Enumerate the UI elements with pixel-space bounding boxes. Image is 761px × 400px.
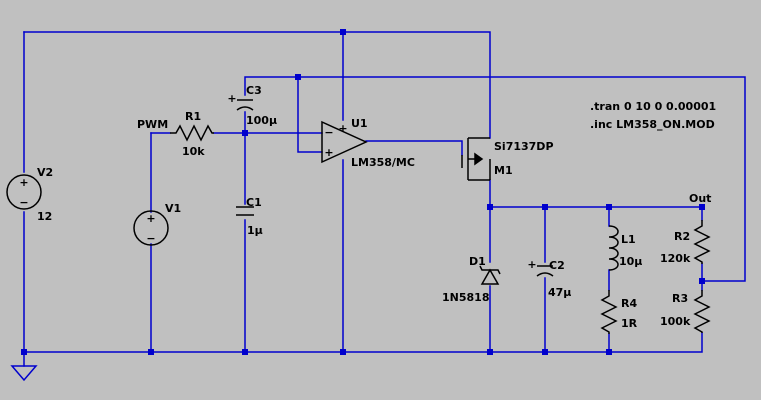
schottky-diode-icon bbox=[479, 265, 501, 285]
resistor-icon bbox=[693, 290, 711, 333]
wire-u1-out bbox=[365, 140, 463, 156]
v1-source[interactable]: + − V1 bbox=[133, 202, 181, 246]
wire-ground-rail bbox=[23, 332, 703, 353]
r2-name: R2 bbox=[674, 230, 690, 243]
junction-dot bbox=[606, 204, 612, 210]
m1-value: Si7137DP bbox=[494, 140, 554, 153]
minus-sign: − bbox=[324, 126, 333, 139]
pmos-icon bbox=[461, 137, 491, 181]
r3-resistor[interactable]: R3 100k bbox=[660, 290, 711, 333]
u1-opamp[interactable]: − + + U1 LM358/MC bbox=[321, 117, 415, 169]
plus-sign: + bbox=[324, 146, 333, 159]
junction-dot bbox=[487, 204, 493, 210]
plus-sign: + bbox=[146, 212, 155, 225]
c3-value: 100µ bbox=[246, 114, 277, 127]
l1-inductor[interactable]: L1 10µ bbox=[608, 225, 642, 271]
plus-sign: + bbox=[527, 258, 536, 271]
wires bbox=[23, 31, 746, 367]
u1-value: LM358/MC bbox=[351, 156, 415, 169]
polarized-capacitor-icon: + bbox=[227, 92, 254, 111]
opamp-icon: − + + bbox=[321, 120, 368, 164]
wire-c3-top bbox=[244, 76, 746, 282]
r2-resistor[interactable]: R2 120k bbox=[660, 220, 711, 265]
inductor-icon bbox=[608, 225, 619, 271]
resistor-icon bbox=[170, 124, 214, 142]
polarized-capacitor-icon: + bbox=[527, 258, 554, 277]
d1-diode[interactable]: D1 1N5818 bbox=[442, 255, 501, 304]
r4-name: R4 bbox=[621, 297, 637, 310]
junction-dot bbox=[699, 204, 705, 210]
net-label-out[interactable]: Out bbox=[689, 192, 711, 205]
v2-name: V2 bbox=[37, 166, 53, 179]
junction-dot bbox=[699, 278, 705, 284]
plus-sign: + bbox=[227, 92, 236, 105]
r4-resistor[interactable]: R4 1R bbox=[600, 290, 638, 334]
r1-resistor[interactable]: R1 10k bbox=[170, 110, 214, 158]
net-label-pwm[interactable]: PWM bbox=[137, 118, 168, 131]
junctions bbox=[21, 29, 705, 355]
l1-value: 10µ bbox=[619, 255, 642, 268]
l1-name: L1 bbox=[621, 233, 636, 246]
junction-dot bbox=[242, 130, 248, 136]
u1-name: U1 bbox=[351, 117, 368, 130]
c1-name: C1 bbox=[246, 196, 262, 209]
r3-value: 100k bbox=[660, 315, 691, 328]
junction-dot bbox=[340, 349, 346, 355]
m1-name: M1 bbox=[494, 164, 513, 177]
junction-dot bbox=[487, 349, 493, 355]
wire-u1-inverting bbox=[297, 76, 323, 153]
minus-sign: − bbox=[19, 196, 28, 209]
r4-value: 1R bbox=[621, 317, 638, 330]
voltage-source-icon: + − bbox=[6, 174, 42, 210]
junction-dot bbox=[21, 349, 27, 355]
minus-sign: − bbox=[146, 232, 155, 245]
d1-value: 1N5818 bbox=[442, 291, 489, 304]
ground-icon[interactable] bbox=[10, 365, 38, 382]
c1-capacitor[interactable]: C1 1µ bbox=[236, 196, 263, 237]
junction-dot bbox=[542, 204, 548, 210]
plus-sign: + bbox=[19, 176, 28, 189]
d1-name: D1 bbox=[469, 255, 486, 268]
junction-dot bbox=[606, 349, 612, 355]
r1-value: 10k bbox=[182, 145, 205, 158]
directive-tran[interactable]: .tran 0 10 0 0.00001 bbox=[590, 100, 716, 113]
r2-value: 120k bbox=[660, 252, 691, 265]
r1-name: R1 bbox=[185, 110, 201, 123]
v2-value: 12 bbox=[37, 210, 52, 223]
junction-dot bbox=[242, 349, 248, 355]
plus-sign: + bbox=[338, 122, 347, 135]
resistor-icon bbox=[693, 220, 711, 264]
c1-value: 1µ bbox=[247, 224, 263, 237]
capacitor-icon bbox=[236, 206, 254, 216]
junction-dot bbox=[340, 29, 346, 35]
c2-value: 47µ bbox=[548, 286, 571, 299]
v2-source[interactable]: + − V2 12 bbox=[6, 166, 53, 223]
junction-dot bbox=[542, 349, 548, 355]
m1-mosfet[interactable]: Si7137DP M1 bbox=[461, 137, 554, 181]
c2-name: C2 bbox=[549, 259, 565, 272]
v1-name: V1 bbox=[165, 202, 181, 215]
c2-capacitor[interactable]: + C2 47µ bbox=[527, 258, 571, 299]
c3-capacitor[interactable]: + C3 100µ bbox=[227, 84, 277, 127]
wire-top-rail bbox=[23, 31, 491, 139]
r3-name: R3 bbox=[672, 292, 688, 305]
directive-inc[interactable]: .inc LM358_ON.MOD bbox=[590, 118, 715, 131]
junction-dot bbox=[295, 74, 301, 80]
junction-dot bbox=[148, 349, 154, 355]
resistor-icon bbox=[600, 290, 618, 334]
voltage-source-icon: + − bbox=[133, 210, 169, 246]
c3-name: C3 bbox=[246, 84, 262, 97]
